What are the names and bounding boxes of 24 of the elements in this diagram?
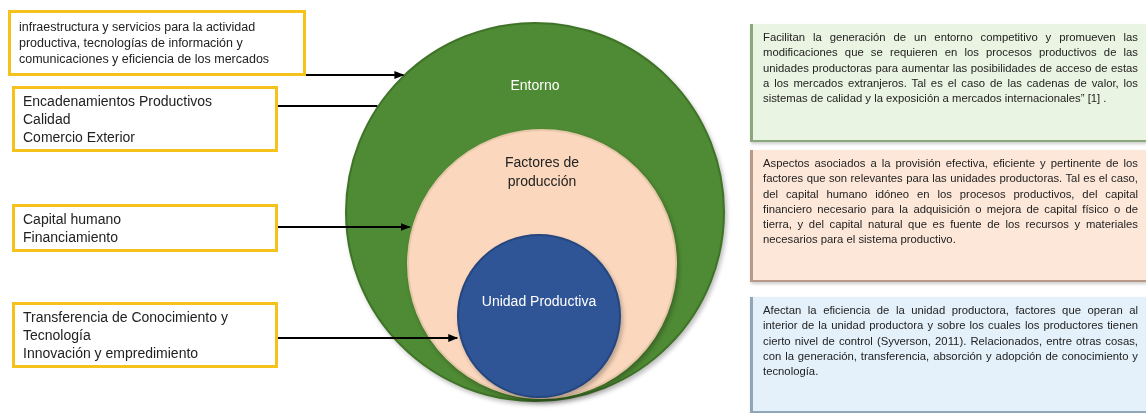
description-text: Aspectos asociados a la provisión efectiva, eficiente y pertinente de los factores que son relevantes para las unidades productoras. Tal es el caso, del capital humano idóneo en los procesos productivos, del capital financiero necesario para la adquisición o mejora de capital físico o de tierra, y del capital natural que es fuente de los recursos y materiales necesarios para el sistema productivo.	[763, 156, 1138, 248]
factor-text: Calidad	[23, 109, 72, 129]
arrow	[277, 223, 411, 231]
circle-label: Unidad Productiva	[480, 292, 598, 311]
description-text: Afectan la eficiencia de la unidad productora, factores que operan al interior de la unidad productora y sobre los cuales los productores tienen cierto nivel de control (Syverson, 2011). Relacionados, entre otras cosas, con la generación, transferencia, absorción y adopción de conocimiento y tecnología.	[763, 303, 1138, 379]
factor-text: Capital humano	[23, 209, 123, 228]
factor-text: Encadenamientos Productivos	[23, 91, 214, 110]
description-box	[750, 150, 1146, 282]
factor-box	[12, 86, 278, 152]
circle-label: Factores de producción	[504, 153, 580, 191]
arrow	[305, 71, 405, 79]
factor-box	[12, 302, 278, 368]
factor-text: Innovación y empredimiento	[23, 344, 200, 363]
description-text: Facilitan la generación de un entorno competitivo y promueven las modificaciones que se requieren en los procesos productivos de las unidades productoras para aumentar las posibilidades de acceso de estas a los mercados extranjeros. Tal es el caso de las cadenas de valor, los sistemas de calidad y la exposición a mercados internacionales” [1] .	[763, 30, 1138, 106]
factor-box	[12, 204, 278, 252]
description-box	[750, 297, 1146, 413]
circle-label: Entorno	[509, 76, 561, 95]
arrow	[277, 334, 459, 342]
factor-box	[8, 10, 306, 76]
factor-text: Transferencia de Conocimiento y Tecnología	[23, 307, 229, 345]
factor-text: Comercio Exterior	[23, 128, 137, 147]
factor-text: infraestructura y servicios para la actividad productiva, tecnologías de información y comunicaciones y eficiencia de los mercados	[19, 18, 271, 68]
factor-text: Financiamiento	[23, 228, 119, 247]
description-box	[750, 24, 1146, 142]
